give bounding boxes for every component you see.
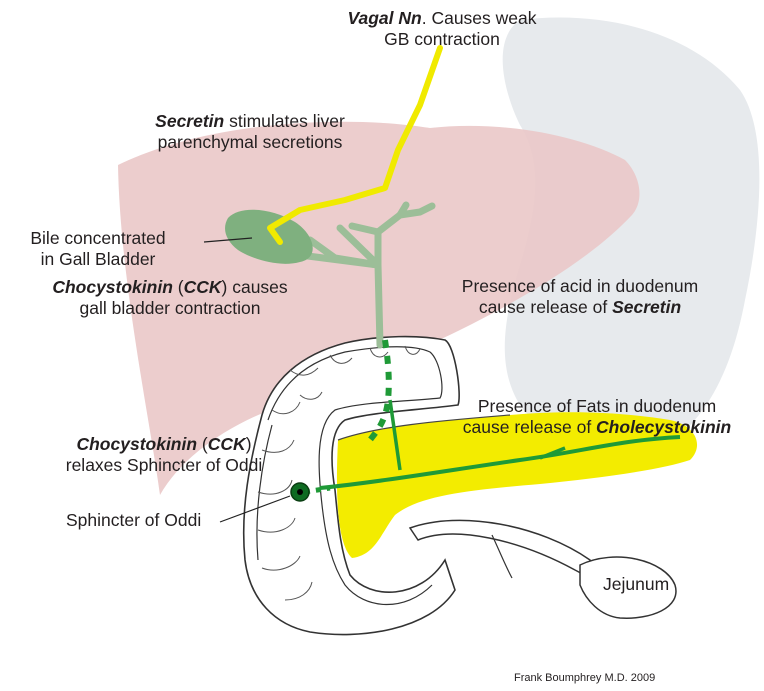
label-fats-pre: cause release of <box>463 417 596 437</box>
label-acid-bold: Secretin <box>612 297 681 317</box>
label-fats-line1: Presence of Fats in duodenum <box>478 396 716 416</box>
label-fats-bold: Cholecystokinin <box>596 417 731 437</box>
label-acid-secretin: Presence of acid in duodenum cause relea… <box>440 276 720 318</box>
credit-text: Frank Boumphrey M.D. 2009 <box>514 672 655 684</box>
label-cck-oddi-line2: relaxes Sphincter of Oddi <box>66 455 263 475</box>
label-cck-oddi-bold2: CCK <box>208 434 246 454</box>
label-secretin-liver: Secretin stimulates liver parenchymal se… <box>130 111 370 153</box>
sphincter-core <box>297 489 303 495</box>
label-bile-line1: Bile concentrated <box>30 228 165 248</box>
label-cck-oddi-mid1: ( <box>197 434 208 454</box>
label-vagal-bold: Vagal Nn <box>347 8 421 28</box>
label-acid-line1: Presence of acid in duodenum <box>462 276 698 296</box>
label-cck-gb-rest: ) causes <box>222 277 288 297</box>
label-secretin-bold: Secretin <box>155 111 224 131</box>
label-cck-gb-bold2: CCK <box>184 277 222 297</box>
label-cck-gb-bold1: Chocystokinin <box>52 277 173 297</box>
label-secretin-line2: parenchymal secretions <box>158 132 343 152</box>
label-secretin-rest: stimulates liver <box>224 111 345 131</box>
label-fats-cck: Presence of Fats in duodenum cause relea… <box>432 396 762 438</box>
label-vagal-line2: GB contraction <box>384 29 500 49</box>
label-bile-line2: in Gall Bladder <box>41 249 156 269</box>
label-vagal-rest: . Causes weak <box>422 8 537 28</box>
label-vagal: Vagal Nn. Causes weak GB contraction <box>320 8 564 50</box>
label-cck-gb-mid1: ( <box>173 277 184 297</box>
label-acid-pre: cause release of <box>479 297 612 317</box>
label-bile: Bile concentrated in Gall Bladder <box>8 228 188 270</box>
label-cck-gallbladder: Chocystokinin (CCK) causes gall bladder … <box>35 277 305 319</box>
label-cck-oddi-mid2: ) <box>246 434 252 454</box>
label-cck-gb-line2: gall bladder contraction <box>80 298 261 318</box>
label-sphincter: Sphincter of Oddi <box>66 510 201 531</box>
label-jejunum: Jejunum <box>603 574 669 595</box>
label-cck-oddi-bold1: Chocystokinin <box>76 434 197 454</box>
label-cck-oddi: Chocystokinin (CCK) relaxes Sphincter of… <box>44 434 284 476</box>
